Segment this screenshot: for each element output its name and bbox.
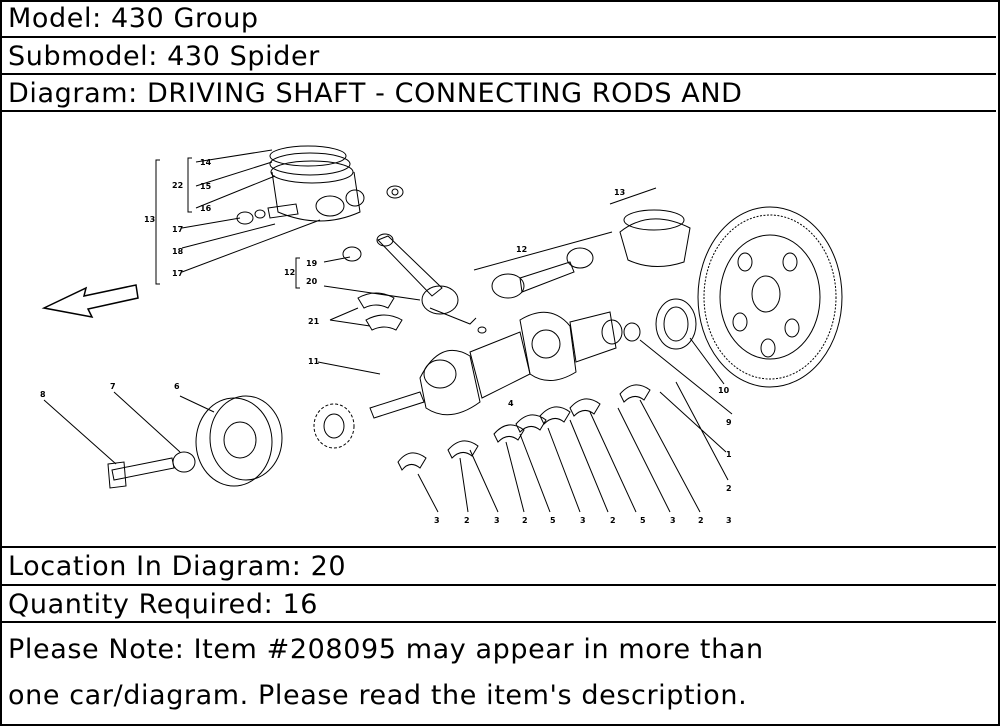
quantity-required: Quantity Required: 16 [0,586,996,623]
callout-label: 13 [144,215,155,224]
callout-label: 7 [110,382,116,391]
callout-label: 3 [726,516,732,525]
callout-label: 20 [306,277,318,286]
callout-label: 18 [172,247,184,256]
callout-label: 2 [726,484,732,493]
callout-label: 22 [172,181,183,190]
callout-label: 2 [698,516,704,525]
oil-seal [655,298,697,350]
note-line-2: one car/diagram. Please read the item's … [8,680,748,711]
callout-label: 2 [522,516,528,525]
callout-label: 12 [284,268,295,277]
location-in-diagram: Location In Diagram: 20 [0,548,996,586]
callout-label: 8 [40,390,46,399]
callout-label: 5 [550,516,556,525]
callout-label: 21 [308,317,320,326]
model-title: Model: 430 Group [0,0,996,38]
callout-label: 6 [174,382,180,391]
callout-label: 3 [494,516,500,525]
callout-label: 16 [200,204,212,213]
callout-label: 13 [614,188,625,197]
callout-label: 4 [508,399,514,408]
callout-label: 11 [308,357,320,366]
submodel-title: Submodel: 430 Spider [0,38,996,75]
callout-label: 10 [718,386,730,395]
callout-label: 12 [516,245,527,254]
connecting-rod-left [342,233,487,334]
note-line-1: Please Note: Item #208095 may appear in … [8,634,764,665]
callout-label: 17 [172,269,183,278]
parts-diagram: 14 22 15 16 13 17 18 17 13 12 19 12 20 2… [0,112,996,548]
callout-label: 17 [172,225,183,234]
pulley [195,395,283,487]
piston-assembly [236,145,404,225]
callout-label: 14 [200,158,212,167]
callout-label: 15 [200,182,212,191]
timing-gear [313,403,355,449]
callout-label: 2 [464,516,470,525]
callout-label: 3 [670,516,676,525]
callout-labels: 14 22 15 16 13 17 18 17 13 12 19 12 20 2… [40,158,732,525]
callout-label: 3 [434,516,440,525]
crankshaft [369,311,623,419]
callout-label: 1 [726,450,732,459]
bearing-shells [397,384,651,471]
parts-diagram-drawing: 14 22 15 16 13 17 18 17 13 12 19 12 20 2… [40,145,843,525]
callout-label: 9 [726,418,732,427]
callout-label: 19 [306,259,318,268]
callout-label: 2 [610,516,616,525]
connecting-rod-right [491,209,691,299]
please-note: Please Note: Item #208095 may appear in … [0,623,996,722]
bolt [107,451,196,489]
diagram-title: Diagram: DRIVING SHAFT - CONNECTING RODS… [0,75,996,112]
direction-arrow-icon [41,284,139,319]
flywheel [697,206,843,388]
callout-label: 5 [640,516,646,525]
callout-label: 3 [580,516,586,525]
